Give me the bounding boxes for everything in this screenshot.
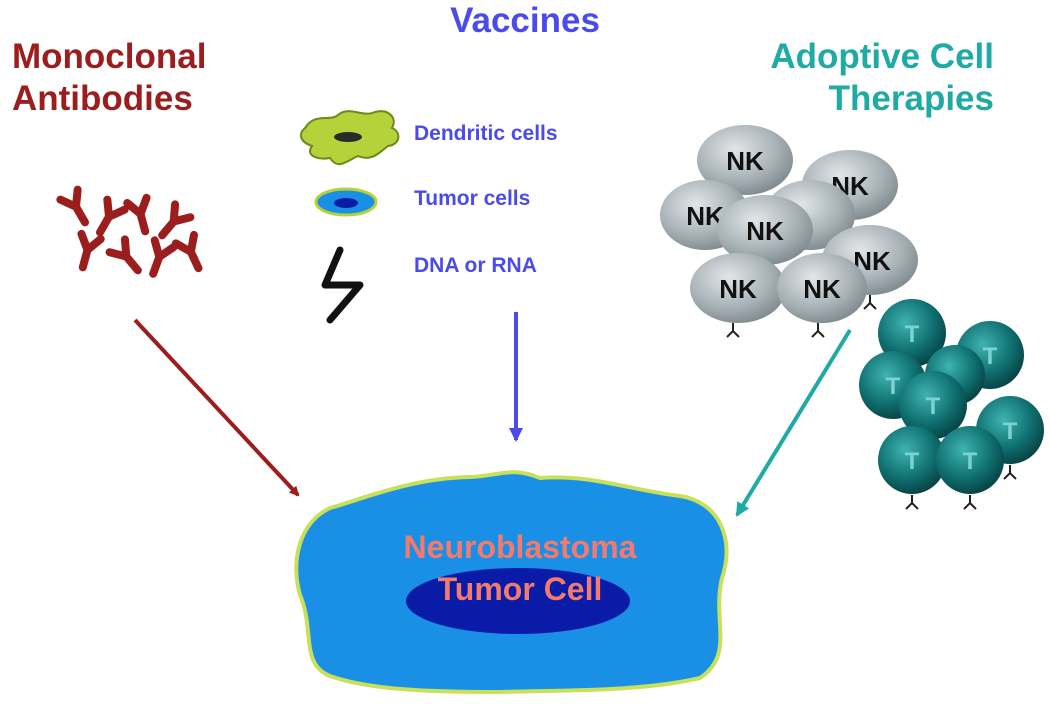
neuroblastoma-label: Neuroblastoma Tumor Cell [330, 526, 710, 610]
vaccines-heading: Vaccines [450, 1, 600, 40]
legend-dna-or-rna: DNA or RNA [414, 254, 537, 277]
nk-cell-label: NK [746, 216, 784, 246]
t-cell: T [936, 426, 1004, 494]
antibody-icon [149, 236, 178, 278]
monoclonal-antibodies-heading: Monoclonal Antibodies [12, 36, 206, 120]
tumor-label-line: Tumor Cell [437, 571, 603, 607]
t-cell-label: T [886, 373, 901, 400]
t-cell-label: T [1003, 418, 1018, 445]
nk-cell-cluster: NK NK NK NK NK NK NK [660, 125, 918, 338]
legend-dendritic-cells: Dendritic cells [414, 122, 558, 145]
heading-line: Monoclonal [12, 37, 207, 76]
t-receptor-icons [905, 465, 1017, 510]
t-cell-cluster: T T T T T T T [859, 299, 1044, 510]
nk-cell: NK [777, 253, 867, 323]
antibody-arrow [133, 318, 300, 497]
nk-cell: NK [717, 195, 813, 265]
nk-receptor-icons [726, 295, 877, 338]
nk-cell: NK [690, 253, 786, 323]
t-cell-label: T [926, 393, 941, 420]
heading-line: Antibodies [12, 79, 193, 118]
t-cell: T [878, 426, 946, 494]
t-cell: T [899, 371, 967, 439]
adoptive-arrow [735, 328, 852, 517]
antibody-cluster-icon [56, 185, 203, 278]
neuroblastoma-cell [294, 470, 729, 695]
tumor-label-line: Neuroblastoma [403, 529, 637, 565]
antibody-icon [77, 229, 105, 272]
antibody-icon [171, 230, 203, 273]
adoptive-cell-therapies-heading: Adoptive Cell Therapies [770, 36, 994, 120]
legend-tumor-cells: Tumor cells [414, 187, 531, 210]
antibody-icon [96, 195, 129, 237]
tumor-nucleus [406, 568, 630, 634]
antibody-icon [56, 185, 89, 227]
nk-cell-label: NK [719, 274, 757, 304]
antibody-icon [158, 200, 195, 240]
heading-line: Therapies [828, 79, 994, 118]
nk-cell: NK [697, 125, 793, 195]
t-cell-label: T [905, 448, 920, 475]
t-cell-label: T [963, 448, 978, 475]
nk-cell-label: NK [726, 146, 764, 176]
tumor-cell-icon [314, 187, 378, 217]
heading-line: Adoptive Cell [770, 37, 994, 76]
nk-cell-label: NK [803, 274, 841, 304]
t-cell: T [878, 299, 946, 367]
dna-rna-icon [321, 246, 364, 324]
antibody-icon [123, 193, 151, 236]
antibody-icon [105, 235, 142, 275]
dendritic-cell-icon [299, 110, 400, 166]
t-cell-label: T [905, 321, 920, 348]
t-cell-label: T [983, 343, 998, 370]
